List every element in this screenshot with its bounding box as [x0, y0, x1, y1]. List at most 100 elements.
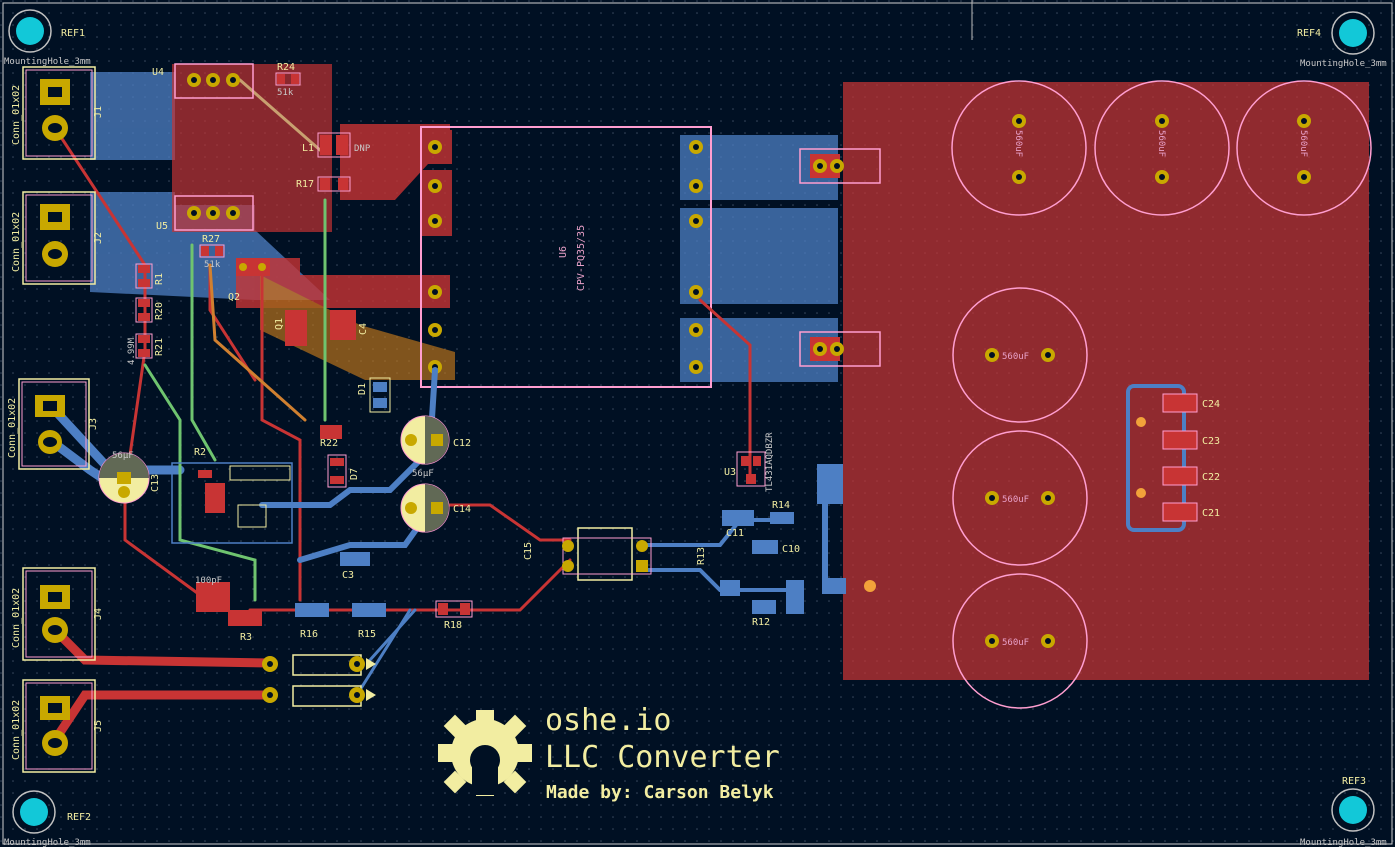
opto-u2[interactable]: C15 — [523, 527, 652, 581]
front-copper-pour — [843, 82, 1369, 680]
ceramic-cap-c24: C24 — [1202, 399, 1220, 410]
connector-j5-ref: J5 — [93, 720, 104, 732]
bulk-cap-c19[interactable]: 560uF — [952, 287, 1088, 423]
resistor-r16[interactable]: R16 — [295, 603, 329, 640]
bulk-cap-c16[interactable]: 560uF — [951, 80, 1087, 216]
resistor-divider-value: 4.99M — [127, 337, 137, 365]
resistor-r20[interactable]: R20 — [135, 297, 165, 323]
mounting-ref2: REF2 — [67, 812, 91, 823]
electrolytic-c13-ref: C13 — [150, 474, 161, 492]
ceramic-cap-block[interactable]: C24 C23 C22 C21 — [1126, 384, 1220, 532]
resistor-r21[interactable]: R21 4.99M — [127, 333, 165, 365]
mounting-hole-ref1[interactable]: REF1 MountingHole_3mm — [4, 9, 91, 67]
fet-q2[interactable]: Q2 — [228, 258, 270, 303]
output-inductor-top[interactable] — [799, 148, 881, 184]
inductor-l1[interactable]: L1 DNP — [302, 132, 371, 158]
bulk-cap-c16-value: 560uF — [1013, 130, 1023, 157]
connector-j5[interactable]: Conn_01x02 J5 — [11, 679, 104, 773]
electrolytic-c12[interactable]: C12 56µF — [400, 415, 471, 479]
connector-j3[interactable]: Conn_01x02 J3 — [7, 378, 99, 470]
diode-bottom-2[interactable] — [262, 685, 376, 707]
resistor-r24-ref: R24 — [277, 62, 295, 73]
logo-line3: Made by: Carson Belyk — [546, 782, 774, 803]
regulator-u5-ref: U5 — [156, 221, 168, 232]
cap-c3[interactable]: C3 — [340, 552, 370, 581]
connector-j4-value: Conn_01x02 — [11, 588, 22, 648]
reference-u3[interactable]: U3 TL431AQDBZR — [724, 432, 775, 492]
output-inductor-bottom[interactable] — [799, 331, 881, 367]
diode-bottom-1[interactable] — [262, 654, 376, 676]
cap-c10-ref: C10 — [782, 544, 800, 555]
connector-j4[interactable]: Conn_01x02 J4 — [11, 567, 104, 661]
logo-line1: oshe.io — [545, 703, 671, 738]
connector-j2-ref: J2 — [93, 232, 104, 244]
electrolytic-c14[interactable]: C14 — [400, 483, 471, 533]
resistor-r27-value: 51k — [204, 260, 221, 270]
resistor-r27[interactable]: R27 51k — [199, 234, 225, 270]
electrolytic-c12-ref: C12 — [453, 438, 471, 449]
cap-c15-ref: C15 — [523, 542, 534, 560]
inner-traces — [143, 78, 327, 602]
resistor-r18[interactable]: R18 — [435, 600, 473, 631]
resistor-r1[interactable]: R1 — [135, 263, 165, 289]
transformer-courtyard[interactable] — [420, 126, 712, 388]
mounting-ref1: REF1 — [61, 28, 85, 39]
ceramic-cap-c23: C23 — [1202, 436, 1220, 447]
diode-d1-ref: D1 — [357, 383, 368, 395]
transformer-value: CPV-PQ35/35 — [576, 225, 587, 291]
cap-c3-ref: C3 — [342, 570, 354, 581]
ceramic-cap-c21: C21 — [1202, 508, 1220, 519]
resistor-r20-ref: R20 — [154, 302, 165, 320]
regulator-u4[interactable]: U4 — [152, 63, 254, 99]
electrolytic-c14-ref: C14 — [453, 504, 471, 515]
fet-q1-ref: Q1 — [274, 318, 285, 330]
bulk-cap-c25-value: 560uF — [1002, 638, 1029, 648]
resistor-r14-ref: R14 — [772, 500, 790, 511]
resistor-r15-ref: R15 — [358, 629, 376, 640]
mounting-hole-ref4[interactable]: REF4 MountingHole_3mm — [1297, 11, 1387, 69]
regulator-u5[interactable]: U5 — [156, 195, 254, 232]
mounting-value2: MountingHole_3mm — [4, 838, 91, 847]
mounting-hole-ref2[interactable]: REF2 MountingHole_3mm — [4, 790, 91, 847]
connector-j1[interactable]: Conn_01x02 J1 — [11, 66, 104, 160]
ceramic-cap-c22: C22 — [1202, 472, 1220, 483]
resistor-r13-ref: R13 — [696, 547, 707, 565]
connector-j2[interactable]: Conn_01x02 J2 — [11, 191, 104, 285]
diode-d7[interactable]: D7 — [327, 454, 360, 488]
diode-d1[interactable]: D1 — [357, 377, 391, 413]
bulk-cap-c18[interactable]: 560uF — [1236, 80, 1372, 216]
cap-c4[interactable]: C4 — [330, 310, 369, 340]
resistor-r17-ref: R17 — [296, 179, 314, 190]
electrolytic-c13[interactable]: C13 56µF — [98, 451, 161, 504]
resistor-r24[interactable]: R24 51k — [275, 62, 301, 98]
resistor-r15[interactable]: R15 — [352, 603, 386, 640]
resistor-r18-ref: R18 — [444, 620, 462, 631]
connector-j4-ref: J4 — [93, 608, 104, 620]
bulk-cap-c25[interactable]: 560uF — [952, 573, 1088, 709]
resistor-r22[interactable]: R22 — [320, 425, 342, 449]
logo-line2: LLC Converter — [545, 740, 780, 775]
connector-j1-value: Conn_01x02 — [11, 85, 22, 145]
resistor-r24-value: 51k — [277, 88, 294, 98]
mounting-value4: MountingHole_3mm — [1300, 59, 1387, 69]
bulk-cap-c17[interactable]: 560uF — [1094, 80, 1230, 216]
feedback-network[interactable]: C11 C10 R13 R12 R14 — [696, 464, 876, 628]
connector-j3-value: Conn_01x02 — [7, 398, 18, 458]
controller-ic[interactable]: R2 R3 100pF — [171, 447, 293, 643]
front-copper-zones — [172, 64, 455, 380]
mounting-hole-ref3[interactable]: REF3 MountingHole_3mm — [1300, 776, 1387, 847]
resistor-r1-ref: R1 — [154, 273, 165, 285]
mounting-value1: MountingHole_3mm — [4, 57, 91, 67]
transformer-pins[interactable] — [428, 140, 703, 374]
inductor-l1-value: DNP — [354, 144, 371, 154]
connector-j2-value: Conn_01x02 — [11, 212, 22, 272]
connector-j1-ref: J1 — [93, 106, 104, 118]
resistor-r16-ref: R16 — [300, 629, 318, 640]
electrolytic-c12-value: 56µF — [412, 469, 434, 479]
bulk-cap-c20[interactable]: 560uF — [952, 430, 1088, 566]
bulk-cap-c19-value: 560uF — [1002, 352, 1029, 362]
cap-c4-ref: C4 — [358, 323, 369, 335]
fet-q1[interactable]: Q1 — [274, 310, 307, 346]
resistor-r17[interactable]: R17 — [296, 176, 351, 192]
